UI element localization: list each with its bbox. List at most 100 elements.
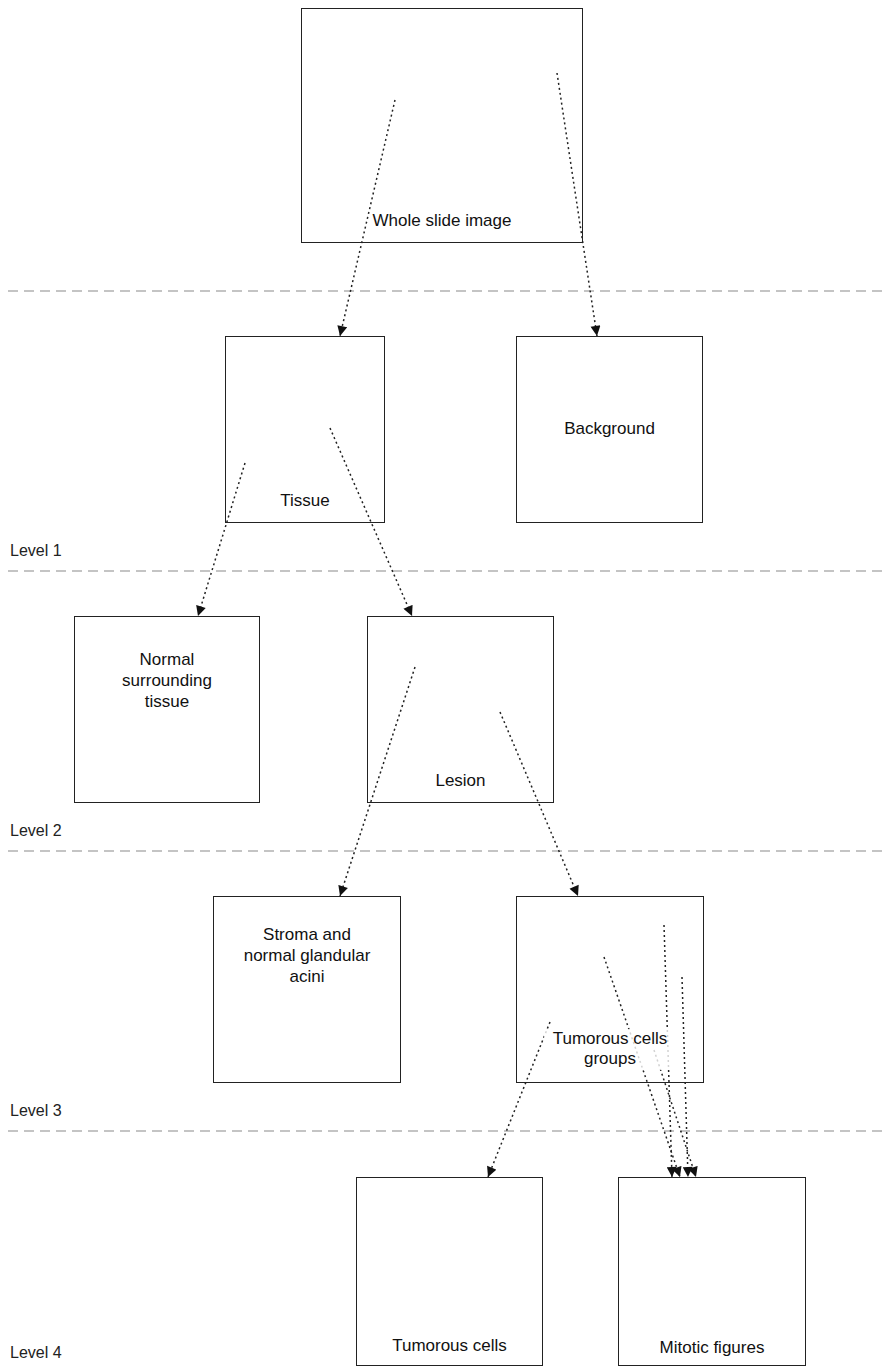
nucleus [323,989,329,994]
tissue-fibre [668,921,674,934]
tissue-fibre [529,1052,533,1056]
nucleus [338,1011,345,1018]
nucleus [323,1018,329,1023]
tissue-fibre [285,391,288,396]
nucleus [261,1006,268,1011]
tissue-fibre [633,927,641,932]
tissue-fibre [233,906,238,917]
tissue-fibre [540,695,542,700]
tissue-fibre [483,709,489,715]
tissue-fibre [372,368,381,372]
tissue-fibre [227,468,230,473]
tissue-fibre [496,748,502,752]
tissue-fibre [368,407,370,420]
tissue-fibre [404,671,406,677]
tissue-fibre [529,127,539,136]
tissue-fibre [151,617,157,619]
tissue-fibre [349,907,351,913]
nucleus [321,1033,327,1039]
tissue-fibre [328,476,333,484]
tissue-fibre [688,943,697,945]
tissue-fibre [380,742,391,750]
tissue-fibre [249,418,254,430]
nucleus [294,1006,299,1012]
tissue-fibre [142,748,144,756]
tissue-fibre [177,644,180,647]
tissue-fibre [320,151,331,156]
tissue-fibre [521,745,522,756]
tissue-fibre [75,686,76,689]
nucleus [321,1057,327,1063]
tissue-fibre [341,492,354,493]
tissue-fibre [399,798,405,800]
tissue-fibre [240,746,252,749]
tissue-fibre [579,1015,585,1021]
tissue-fibre [523,696,524,702]
tissue-fibre [541,682,543,691]
nucleus [313,1038,319,1042]
dashed-separator [8,570,888,571]
tissue-fibre [389,711,394,723]
nucleus [359,1057,365,1064]
tissue-fibre [573,188,576,193]
tissue-fibre [569,104,578,110]
tissue-fibre [536,688,538,701]
tissue-fibre [348,479,361,482]
tissue-fibre [536,617,540,621]
tissue-fibre [379,162,386,166]
zoom-region [403,625,434,668]
tissue-fibre [403,799,406,802]
tissue-fibre [582,923,583,934]
tissue-fibre [341,24,354,26]
tissue-fibre [461,710,465,719]
tissue-fibre [516,633,518,640]
nucleus [341,1014,348,1020]
tissue-fibre [623,897,625,899]
tissue-fibre [534,745,539,747]
tissue-fibre [325,430,336,436]
tissue-fibre [454,716,458,726]
tissue-fibre [266,434,272,444]
tissue-fibre [374,680,376,690]
tissue-fibre [339,462,341,468]
dashed-separator [8,1130,888,1131]
tissue-fibre [631,1020,634,1023]
tissue-fibre [381,116,390,126]
nucleus [327,1020,334,1025]
tissue-fibre [543,76,551,78]
tissue-fibre [325,184,335,188]
tissue-fibre [341,15,354,18]
tissue-fibre [481,27,488,33]
tissue-fibre [436,174,445,175]
tissue-fibre [505,101,514,107]
nucleus [228,997,234,1001]
tissue-fibre [537,240,545,242]
tissue-fibre [302,28,307,39]
tissue-fibre [342,85,347,87]
tissue-fibre [344,902,346,908]
nucleus [280,1064,285,1070]
tissue-fibre [373,397,375,405]
tissue-fibre [378,521,384,522]
tissue-fibre [514,791,518,793]
tissue-fibre [88,634,94,640]
nucleus [238,1043,244,1047]
tissue-fibre [237,624,240,630]
tissue-fibre [450,107,458,115]
tissue-fibre [302,467,311,470]
tissue-fibre [206,744,218,745]
tissue-fibre [433,202,438,207]
tissue-fibre [390,233,398,234]
nucleus [293,1065,299,1071]
tissue-fibre [487,700,488,704]
tissue-fibre [375,397,384,405]
tissue-fibre [493,688,496,698]
nucleus [313,1029,318,1034]
tissue-fibre [443,696,449,701]
tissue-fibre [133,791,146,792]
tissue-fibre [404,684,411,693]
tissue-fibre [521,30,531,31]
tissue-fibre [270,489,275,493]
tissue-fibre [544,643,553,649]
image-panel: Tissue [225,336,385,523]
